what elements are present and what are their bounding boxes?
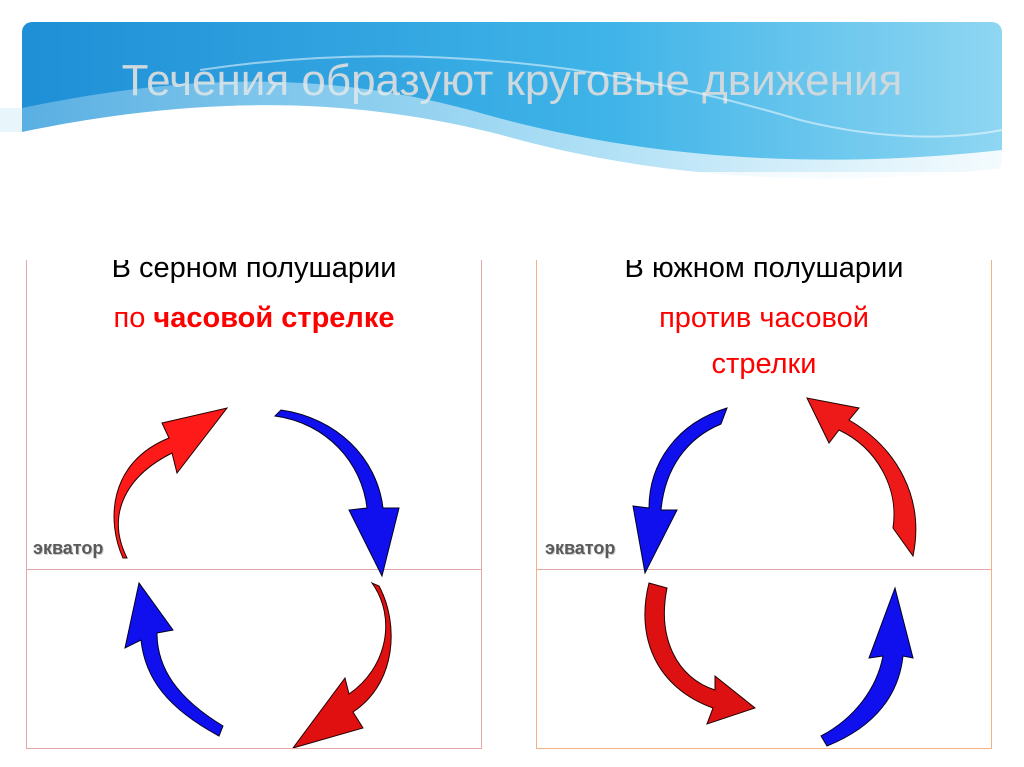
slide-title: Течения образуют круговые движения	[121, 56, 903, 105]
current-arrow	[820, 586, 914, 747]
equator-label: экватор	[33, 538, 104, 558]
clockwise-arrows	[113, 407, 400, 748]
current-arrow	[273, 409, 400, 578]
equator-line	[27, 569, 481, 570]
panel-subtitle-line2: стрелки	[711, 348, 817, 380]
current-arrow	[124, 581, 224, 737]
current-arrow	[113, 407, 229, 559]
equator-line	[537, 569, 991, 570]
subtitle-prefix: по	[113, 302, 154, 334]
equator-label: экватор	[545, 538, 616, 558]
panel-subtitle-line1: против часовой	[659, 302, 869, 334]
current-arrow	[632, 407, 728, 575]
subtitle-bold: часовой стрелке	[153, 302, 395, 334]
southern-hemisphere-panel: В южном полушарии против часовой стрелки…	[536, 237, 992, 749]
counterclockwise-arrows	[632, 397, 917, 747]
current-arrow	[292, 581, 392, 748]
panel-subtitle: по часовой стрелке	[27, 296, 481, 340]
header-banner	[22, 22, 1002, 172]
current-arrow	[806, 397, 917, 558]
northern-hemisphere-panel: В серном полушарии по часовой стрелке эк…	[26, 237, 482, 749]
current-arrow	[644, 582, 757, 725]
